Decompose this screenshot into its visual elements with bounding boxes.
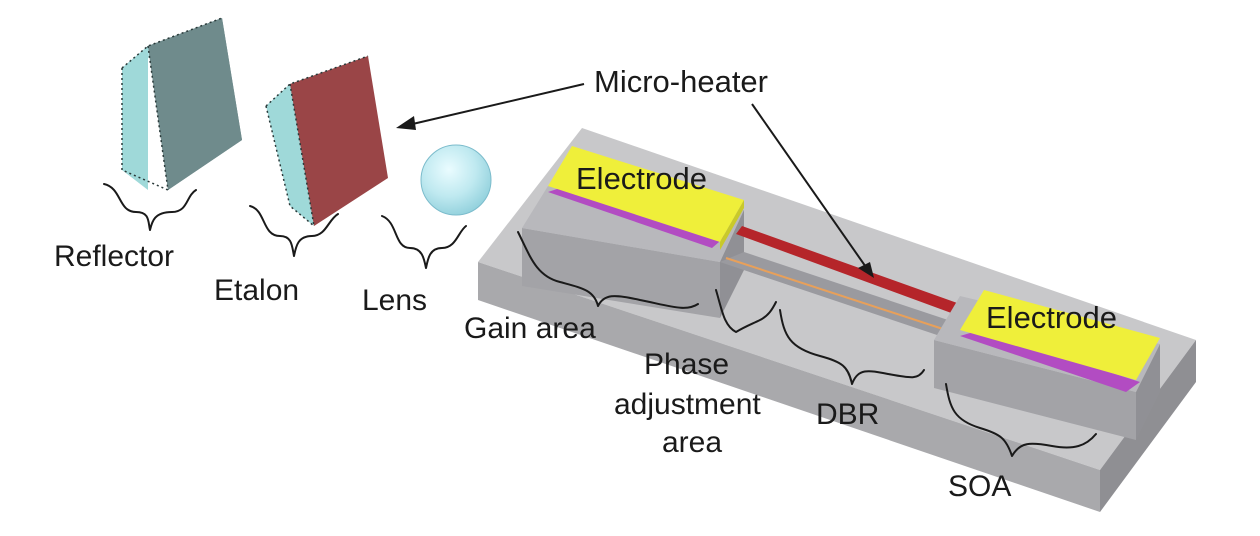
right-electrode-pad [960,290,1160,380]
lens-label: Lens [362,284,427,317]
right-electrode-label: Electrode [986,300,1117,335]
phase-label-line1: Phase [644,348,729,381]
gain-area-label: Gain area [464,312,596,345]
reflector-label: Reflector [54,240,174,273]
dbr-brace [779,309,925,385]
etalon-label: Etalon [214,274,299,307]
micro-heater-stripe [736,226,960,314]
lens-sphere [420,144,492,216]
gain-brace [517,231,699,309]
left-electrode-label: Electrode [576,161,707,196]
soa-brace [945,383,1097,457]
etalon-brace [249,205,339,257]
left-contact-layer [548,186,726,248]
etalon-block [265,55,388,227]
soa-label: SOA [948,470,1011,503]
phase-label-line3: area [662,426,722,459]
waveguide-line [725,257,947,331]
micro-heater-arrows [396,83,874,278]
phase-brace [715,289,777,333]
reflector-block [121,17,242,191]
left-electrode-pad [548,146,744,242]
dbr-label: DBR [816,398,879,431]
lens-brace [381,215,467,269]
phase-label-line2: adjustment [614,388,761,421]
right-contact-layer [960,330,1140,392]
micro-heater-label: Micro-heater [594,64,768,99]
reflector-brace [103,183,197,231]
